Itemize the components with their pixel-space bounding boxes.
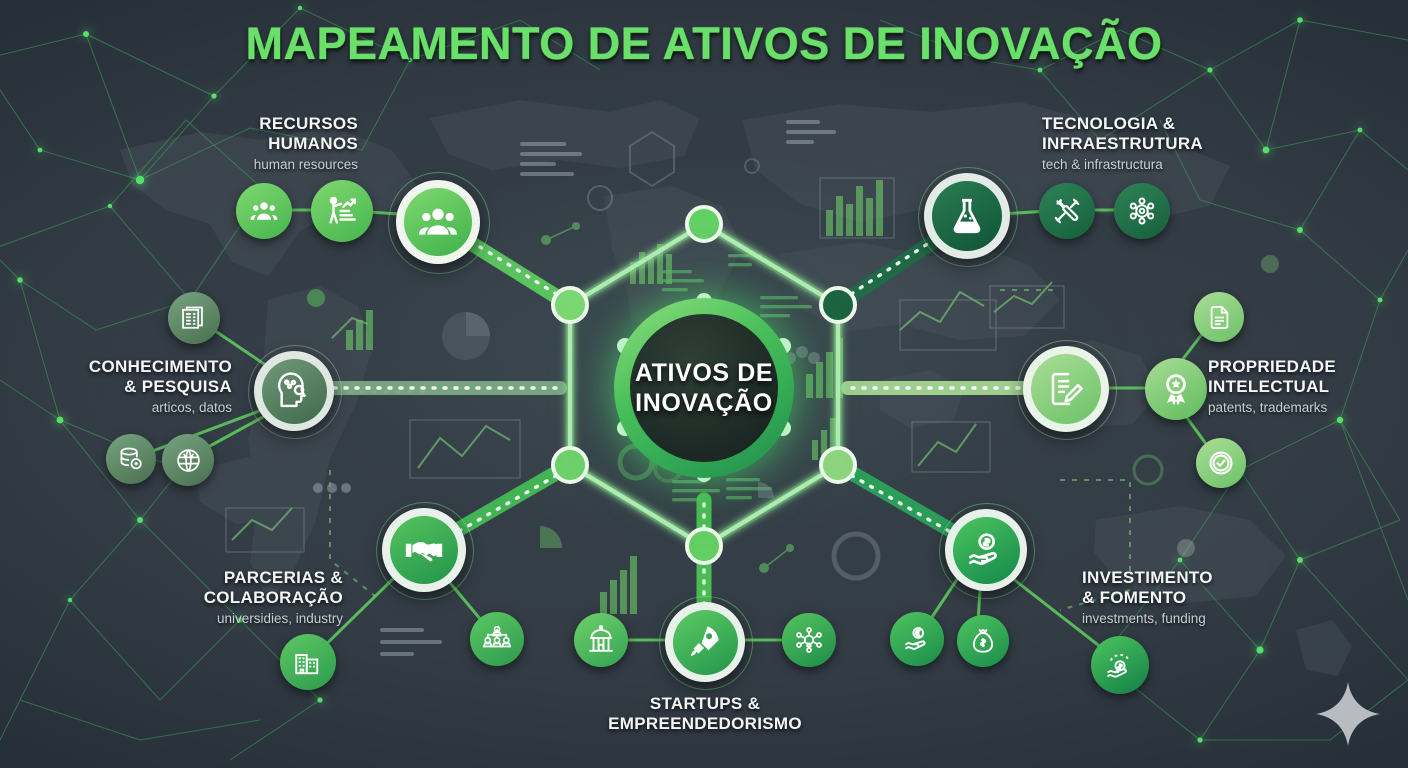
conhecimento-title-line1: CONHECIMENTO	[88, 357, 232, 376]
page-title: MAPEAMENTO DE ATIVOS DE INOVAÇÃO	[245, 18, 1163, 69]
flask-icon	[953, 198, 981, 234]
investimento-sub-node-2[interactable]	[957, 615, 1009, 667]
parcerias-label: PARCERIAS & COLABORAÇÃO universidies, in…	[120, 568, 343, 628]
recursos-humanos-title-line1: RECURSOS	[259, 114, 358, 133]
parcerias-title-line1: PARCERIAS &	[223, 568, 343, 587]
startups-sub-node-2[interactable]	[782, 613, 836, 667]
investimento-title-line2: & FOMENTO	[1082, 588, 1187, 607]
check-badge-icon	[1209, 451, 1233, 475]
document-pencil-icon	[1051, 372, 1083, 406]
propriedade-sub-node-3[interactable]	[1196, 438, 1246, 488]
head-research-magnifier-icon	[277, 372, 307, 408]
lightbulb-network-icon	[796, 627, 822, 653]
propriedade-subtitle: patents, trademarks	[1208, 400, 1328, 415]
investimento-main-node[interactable]	[945, 509, 1027, 591]
conhecimento-halo	[248, 345, 342, 439]
propriedade-sub-node-2[interactable]	[1145, 358, 1207, 420]
center-hub-line2: INOVAÇÃO	[635, 389, 773, 417]
recursos-humanos-sub-node-1[interactable]	[236, 183, 292, 239]
startups-title-line1: STARTUPS &	[649, 694, 761, 713]
brain-globe-icon	[176, 448, 200, 472]
hand-euro-icon	[904, 626, 925, 650]
handshake-icon	[405, 542, 443, 562]
propriedade-sub-node-1[interactable]	[1194, 292, 1244, 342]
hand-coin-dollar-icon	[968, 533, 997, 565]
tecnologia-main-node[interactable]	[924, 173, 1010, 259]
investimento-label: INVESTIMENTO & FOMENTO investments, fund…	[1082, 568, 1322, 628]
parcerias-subtitle: universidies, industry	[216, 611, 343, 626]
office-building-icon	[295, 654, 319, 675]
tecnologia-label: TECNOLOGIA & INFRAESTRUTURA tech & infra…	[1042, 114, 1292, 174]
conhecimento-label: CONHECIMENTO & PESQUISA articos, datos	[40, 357, 232, 417]
investimento-halo	[939, 503, 1035, 599]
rocket-icon	[690, 626, 719, 657]
tecnologia-halo	[918, 167, 1018, 267]
tools-wrench-screwdriver-icon	[1054, 198, 1080, 224]
tecnologia-title-line1: TECNOLOGIA &	[1042, 114, 1176, 133]
recursos-humanos-subtitle: human resources	[253, 157, 358, 172]
recursos-humanos-main-node[interactable]	[396, 180, 480, 264]
startups-title-line2: EMPREENDEDORISMO	[608, 714, 802, 733]
parcerias-sub-node-1[interactable]	[280, 634, 336, 690]
conhecimento-sub-node-2[interactable]	[106, 434, 156, 484]
tecnologia-subtitle: tech & infrastructura	[1042, 157, 1163, 172]
award-ribbon-icon	[1166, 374, 1186, 406]
center-hub[interactable]: ATIVOS DE INOVAÇÃO	[614, 298, 794, 478]
conhecimento-subtitle: articos, datos	[151, 400, 232, 415]
conhecimento-main-node[interactable]	[254, 351, 334, 431]
propriedade-main-node[interactable]	[1023, 346, 1109, 432]
parcerias-main-node[interactable]	[382, 508, 466, 592]
conhecimento-sub-node-3[interactable]	[162, 434, 214, 486]
propriedade-title-line2: INTELECTUAL	[1208, 377, 1330, 396]
propriedade-title-line1: PROPRIEDADE	[1208, 357, 1336, 376]
recursos-humanos-label: RECURSOS HUMANOS human resources	[150, 114, 358, 174]
documents-icon	[182, 306, 203, 329]
recursos-humanos-sub-node-2[interactable]	[311, 180, 373, 242]
tecnologia-sub-node-1[interactable]	[1039, 183, 1095, 239]
recursos-humanos-title-line2: HUMANOS	[268, 134, 358, 153]
team-network-icon	[482, 625, 512, 648]
propriedade-halo	[1017, 340, 1117, 440]
money-bag-icon	[972, 629, 994, 653]
parcerias-halo	[376, 502, 474, 600]
propriedade-label: PROPRIEDADE INTELECTUAL patents, tradema…	[1208, 357, 1408, 417]
document-page-icon	[1210, 305, 1228, 329]
startups-label: STARTUPS & EMPREENDEDORISMO	[530, 694, 880, 734]
database-icon	[120, 447, 142, 470]
people-group-icon	[419, 208, 457, 235]
recursos-humanos-halo	[388, 172, 490, 274]
gear-atom-icon	[1129, 197, 1155, 225]
startups-main-node[interactable]	[665, 602, 745, 682]
sparkle-star-icon	[1316, 682, 1380, 746]
people-group-small-icon	[250, 202, 278, 220]
investimento-sub-node-1[interactable]	[890, 612, 944, 666]
tecnologia-sub-node-2[interactable]	[1114, 183, 1170, 239]
startups-halo	[659, 596, 753, 690]
startups-sub-node-1[interactable]	[574, 613, 628, 667]
conhecimento-title-line2: & PESQUISA	[124, 377, 232, 396]
investimento-subtitle: investments, funding	[1082, 611, 1206, 626]
conhecimento-sub-node-1[interactable]	[168, 292, 220, 344]
incubator-building-icon	[589, 625, 613, 652]
investimento-sub-node-3[interactable]	[1091, 636, 1149, 694]
parcerias-sub-node-2[interactable]	[470, 612, 524, 666]
hand-coin-small-icon	[1106, 654, 1131, 678]
investimento-title-line1: INVESTIMENTO	[1082, 568, 1213, 587]
tecnologia-title-line2: INFRAESTRUTURA	[1042, 134, 1203, 153]
center-hub-line1: ATIVOS DE	[634, 359, 774, 387]
parcerias-title-line2: COLABORAÇÃO	[203, 588, 343, 607]
presenter-chart-icon	[329, 196, 356, 224]
